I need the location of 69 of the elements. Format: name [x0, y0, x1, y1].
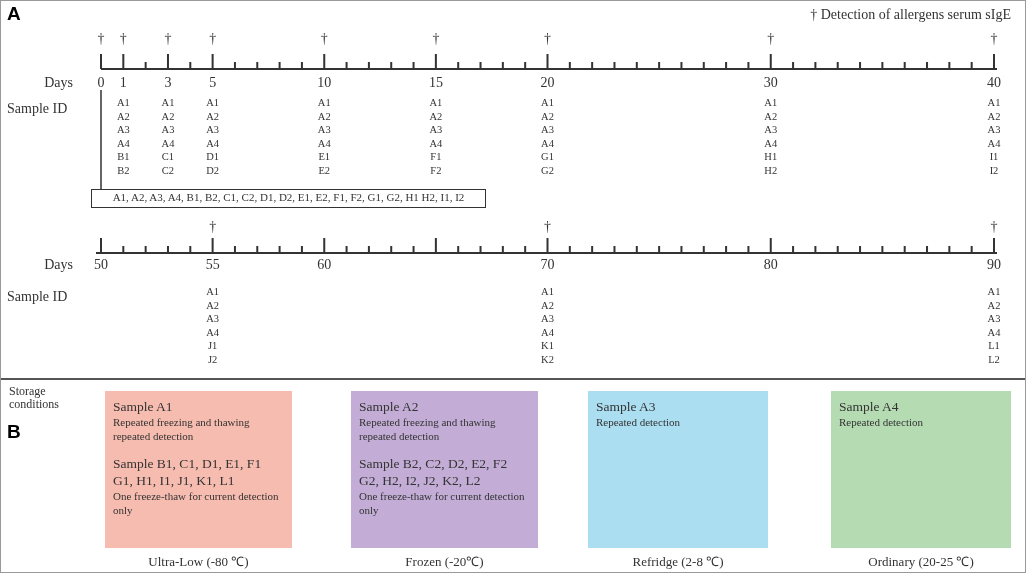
sample-id-list: A1 A2 A3 A4 J1 J2: [206, 285, 220, 366]
dagger-mark: †: [97, 31, 105, 47]
axis-title: Days: [44, 257, 73, 273]
day-number: 10: [317, 75, 332, 91]
dagger-mark: †: [544, 219, 551, 235]
box-heading: Sample B1, C1, D1, E1, F1 G1, H1, I1, J1, K1, L1: [113, 455, 263, 489]
storage-box: [105, 391, 292, 548]
day-number: 0: [97, 75, 105, 91]
condition-caption: Ordinary (20-25 ℃): [868, 555, 974, 570]
day-number: 15: [428, 75, 443, 91]
box-heading: Sample A3: [596, 398, 657, 415]
box-note: One freeze-thaw for current detection only: [113, 489, 280, 517]
sample-id-list: A1 A2 A3 A4 H1 H2: [764, 96, 778, 177]
row-title: Sample ID: [7, 289, 68, 305]
box-note: Repeated detection: [596, 415, 681, 429]
dagger-mark: †: [209, 219, 217, 235]
box-note: Repeated freezing and thawing repeated detection: [113, 415, 251, 443]
dagger-mark: †: [990, 219, 998, 235]
row-title: Sample ID: [7, 101, 68, 117]
axis-title: Days: [44, 75, 73, 91]
day-number: 20: [540, 75, 555, 91]
sample-id-list: A1 A2 A3 A4 D1 D2: [206, 96, 220, 177]
box-note: One freeze-thaw for current detection only: [359, 489, 526, 517]
dagger-mark: †: [164, 31, 172, 47]
day-number: 30: [763, 75, 778, 91]
dagger-mark: †: [209, 31, 217, 47]
day-number: 1: [119, 75, 127, 91]
day-number: 40: [987, 75, 1001, 91]
day-number: 60: [317, 257, 332, 273]
sample-id-list: A1 A2 A3 A4 I1 I2: [987, 96, 1001, 177]
dagger-mark: †: [432, 31, 440, 47]
box-heading: Sample A2: [359, 398, 420, 415]
day-number: 80: [763, 257, 778, 273]
box-heading: Sample A1: [113, 398, 174, 415]
sample-list: A1, A2, A3, A4, B1, B2, C1, C2, D1, D2, E1, E2, F1, F2, G1, G2, H1 H2, I1, I2: [95, 191, 482, 203]
sample-id-list: A1 A2 A3 A4 L1 L2: [987, 285, 1001, 366]
day-number: 5: [209, 75, 217, 91]
sample-id-list: A1 A2 A3 A4 B1 B2: [116, 96, 130, 177]
day-number: 90: [987, 257, 1001, 273]
day-number: 55: [205, 257, 220, 273]
day-number: 3: [164, 75, 172, 91]
panel-letter: A: [7, 3, 21, 25]
sample-id-list: A1 A2 A3 A4 E1 E2: [317, 96, 331, 177]
dagger-mark: †: [320, 31, 328, 47]
box-note: Repeated detection: [839, 415, 924, 429]
sample-id-list: A1 A2 A3 A4 K1 K2: [541, 285, 554, 366]
condition-caption: Refridge (2-8 ℃): [632, 555, 724, 570]
day-number: 70: [540, 257, 555, 273]
sample-id-list: A1 A2 A3 A4 G1 G2: [541, 96, 554, 177]
sample-list-box: [91, 189, 486, 208]
condition-caption: Ultra-Low (-80 ℃): [148, 555, 249, 570]
dagger-mark: †: [119, 31, 127, 47]
footnote: † Detection of allergens serum sIgE: [810, 7, 1011, 23]
day-number: 50: [94, 257, 108, 273]
box-heading: Sample A4: [839, 398, 900, 415]
panel-letter: B: [7, 421, 21, 443]
storage-box: [351, 391, 538, 548]
condition-caption: Frozen (-20℃): [405, 555, 484, 570]
dagger-mark: †: [767, 31, 775, 47]
storage-box: [588, 391, 768, 548]
sample-id-list: A1 A2 A3 A4 C1 C2: [161, 96, 175, 177]
storage-box: [831, 391, 1011, 548]
row-title: Storage conditions: [9, 385, 60, 412]
sample-id-list: A1 A2 A3 A4 F1 F2: [429, 96, 443, 177]
box-note: Repeated freezing and thawing repeated detection: [359, 415, 497, 443]
dagger-mark: †: [544, 31, 551, 47]
dagger-mark: †: [990, 31, 998, 47]
connector-line: [100, 89, 102, 190]
box-heading: Sample B2, C2, D2, E2, F2 G2, H2, I2, J2, K2, L2: [359, 455, 509, 489]
